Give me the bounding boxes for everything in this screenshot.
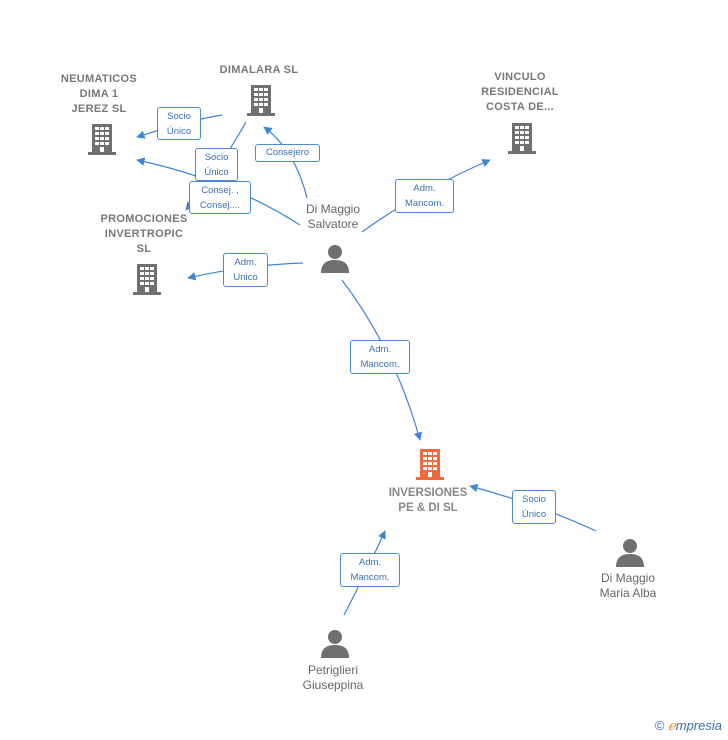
alba-person-icon[interactable]	[616, 539, 644, 567]
neumaticos-building-icon[interactable]	[88, 124, 116, 155]
dimalara-building-icon[interactable]	[247, 85, 275, 116]
vinculo-building-icon[interactable]	[508, 123, 536, 154]
promociones-label[interactable]: PROMOCIONES INVERTROPIC SL	[100, 213, 188, 255]
edge-label-socio-unico-neumaticos: Socio Único	[157, 107, 201, 140]
edge-label-adm-mancom-vinculo: Adm. Mancom.	[395, 179, 454, 213]
edge-label-socio-unico-promociones: Socio Único	[195, 148, 238, 181]
promociones-building-icon[interactable]	[133, 264, 161, 295]
edge-label-consej: Consej. , Consej....	[189, 181, 251, 214]
edge-label-socio-unico-inversiones: Socio Único	[512, 490, 556, 524]
alba-label[interactable]: Di Maggio Maria Alba	[599, 571, 657, 600]
edge-label-adm-unico: Adm. Unico	[223, 253, 268, 287]
brand-name: mpresia	[675, 718, 722, 733]
petriglieri-person-icon[interactable]	[321, 630, 349, 658]
edge-label-adm-mancom-petriglieri: Adm. Mancom.	[340, 553, 400, 587]
petriglieri-label[interactable]: Petriglieri Giuseppina	[302, 663, 364, 692]
edge-label-consejero: Consejero	[255, 144, 320, 162]
dimalara-label[interactable]: DIMALARA SL	[219, 64, 299, 76]
vinculo-label[interactable]: VINCULO RESIDENCIAL COSTA DE...	[481, 71, 559, 113]
salvatore-label[interactable]: Di Maggio Salvatore	[305, 202, 361, 231]
neumaticos-label[interactable]: NEUMATICOS DIMA 1 JEREZ SL	[60, 73, 138, 115]
salvatore-person-icon[interactable]	[321, 245, 349, 273]
inversiones-label[interactable]: INVERSIONES PE & DI SL	[388, 487, 468, 514]
brand-e: ℯ	[668, 719, 676, 734]
edge-label-adm-mancom-inversiones: Adm. Mancom.	[350, 340, 410, 374]
copyright-icon: ©	[654, 718, 665, 733]
empresia-logo[interactable]: © ℯmpresia	[655, 718, 722, 734]
edge-salvatore-dimalara	[263, 126, 308, 199]
inversiones-building-icon[interactable]	[416, 449, 444, 480]
